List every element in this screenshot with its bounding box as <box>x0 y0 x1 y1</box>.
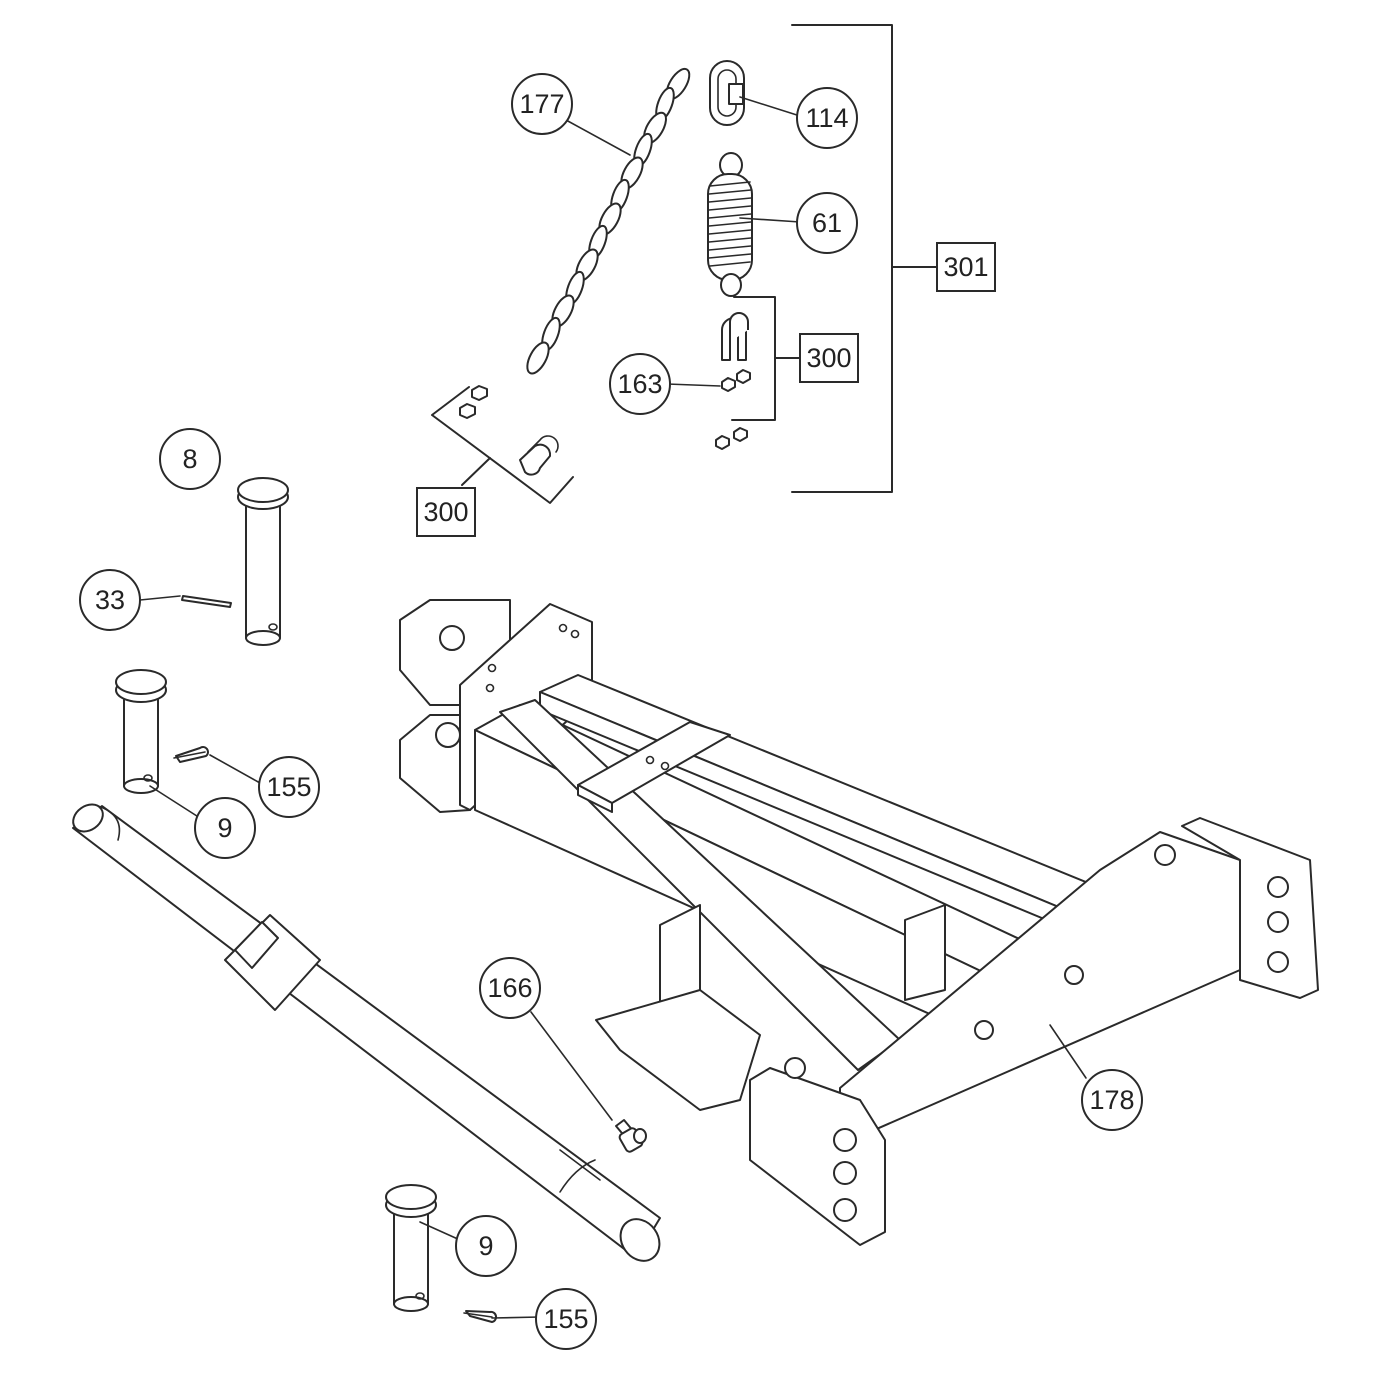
quick-link-part-114 <box>709 60 745 126</box>
callout-163: 163 <box>609 353 671 415</box>
callout-178-label: 178 <box>1089 1085 1134 1115</box>
cotter-pin-part-155-bottom <box>463 1310 498 1323</box>
hex-nuts-group-left <box>459 385 559 476</box>
callout-33: 33 <box>79 569 141 631</box>
u-bolt-part-163 <box>721 312 749 361</box>
callout-301: 301 <box>936 242 996 292</box>
callout-33-label: 33 <box>95 585 125 615</box>
callout-163-label: 163 <box>617 369 662 399</box>
callout-300-right: 300 <box>799 333 859 383</box>
kit-bracket-300-left <box>431 386 574 504</box>
callout-9-bottom-label: 9 <box>478 1231 493 1261</box>
callout-300-left: 300 <box>416 487 476 537</box>
callout-114-label: 114 <box>805 103 848 133</box>
callout-155-top-label: 155 <box>266 772 311 802</box>
callout-177: 177 <box>511 73 573 135</box>
callout-9-top: 9 <box>194 797 256 859</box>
a-frame-part-178 <box>399 599 1319 1246</box>
grease-fitting-part-166 <box>615 1119 647 1153</box>
callout-155-bottom-label: 155 <box>543 1304 588 1334</box>
callout-301-label: 301 <box>943 252 988 282</box>
callout-8-label: 8 <box>182 444 197 474</box>
pin-part-8 <box>237 477 289 646</box>
kit-bracket-301 <box>791 24 938 493</box>
callout-178: 178 <box>1081 1069 1143 1131</box>
callout-177-label: 177 <box>519 89 564 119</box>
callout-9-bottom: 9 <box>455 1215 517 1277</box>
callout-300-left-label: 300 <box>423 497 468 527</box>
callout-61-label: 61 <box>812 208 842 238</box>
leader-lines <box>139 96 1087 1319</box>
spring-part-61 <box>707 152 753 297</box>
pin-part-9-bottom <box>385 1184 437 1312</box>
callout-61: 61 <box>796 192 858 254</box>
hex-nuts-group-upper <box>715 369 751 450</box>
shaft-part <box>72 803 661 1262</box>
spring-coils <box>708 181 752 267</box>
callout-155-bottom: 155 <box>535 1288 597 1350</box>
pin-part-9-top <box>115 669 167 794</box>
callout-166-label: 166 <box>487 973 532 1003</box>
kit-bracket-300-right <box>731 296 801 421</box>
cotter-pin-part-155-top <box>173 746 209 763</box>
callout-8: 8 <box>159 428 221 490</box>
callout-114: 114 <box>796 87 858 149</box>
callout-166: 166 <box>479 957 541 1019</box>
chain-part-177 <box>526 67 691 375</box>
callout-300-right-label: 300 <box>806 343 851 373</box>
roll-pin-part-33 <box>181 595 232 608</box>
callout-9-top-label: 9 <box>217 813 232 843</box>
callout-155-top: 155 <box>258 756 320 818</box>
